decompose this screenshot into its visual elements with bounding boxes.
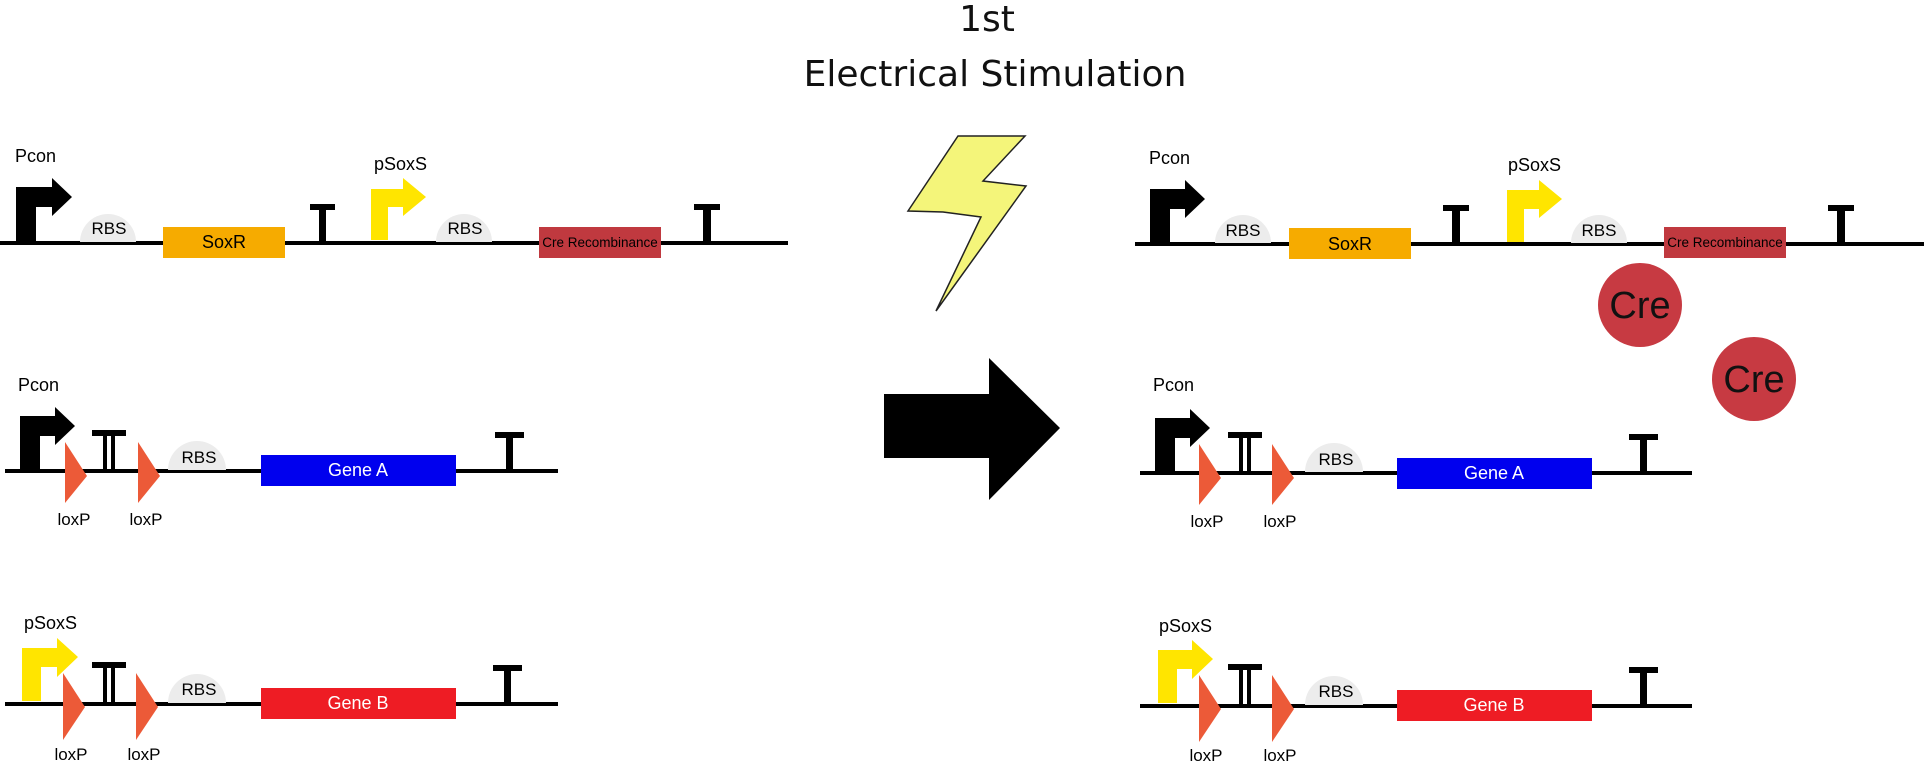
loxp-site-icon [1272,444,1294,505]
loxp-label: loxP [1189,746,1222,765]
right-construct-1: Pcon RBS SoxR pSoxS RBS Cre Recombinance [1135,148,1924,259]
cre-recombinance-gene [539,227,661,258]
cre-recombinance-label: Cre Recombinance [1667,235,1783,250]
loxp-label: loxP [1190,512,1223,531]
right-arrow-icon [884,358,1060,500]
soxr-gene [163,227,285,258]
psoxs-label: pSoxS [374,154,427,174]
promoter-psoxs-icon [1507,180,1562,242]
gene-a-label: Gene A [328,460,388,480]
cre-recombinance-gene [1664,227,1786,258]
rbs-label: RBS [92,219,127,238]
loxp-site-icon [1199,675,1221,742]
loxp-site-icon [65,442,87,503]
left-construct-2: Pcon loxP loxP RBS Gene A [5,375,558,529]
rbs-icon [1305,443,1363,472]
left-construct-1: Pcon RBS SoxR pSoxS RBS Cre Recombinance [0,146,788,258]
double-terminator-icon [1228,664,1262,706]
terminator-icon [1629,667,1658,706]
loxp-site-icon [138,442,160,503]
cre-protein-2: Cre [1712,337,1796,421]
promoter-psoxs-icon [371,178,426,240]
promoter-pcon-icon [16,178,72,243]
terminator-icon [495,432,524,471]
rbs-label: RBS [1582,221,1617,240]
rbs-icon [1215,215,1271,243]
rbs-icon [168,674,226,703]
loxp-site-icon [1272,675,1294,742]
loxp-label: loxP [57,510,90,529]
gene-b [261,688,456,719]
cre-recombinance-label: Cre Recombinance [542,235,658,250]
rbs-label: RBS [1319,682,1354,701]
promoter-psoxs-icon [1158,640,1213,703]
psoxs-label: pSoxS [24,613,77,633]
rbs-label: RBS [1319,450,1354,469]
psoxs-label: pSoxS [1159,616,1212,636]
rbs-label: RBS [182,448,217,467]
rbs-icon [1305,676,1363,705]
pcon-label: Pcon [18,375,59,395]
promoter-pcon-icon [1155,409,1210,473]
cre-protein-label: Cre [1723,359,1784,401]
terminator-icon [310,204,335,243]
terminator-icon [694,204,720,243]
pcon-label: Pcon [1153,375,1194,395]
pcon-label: Pcon [15,146,56,166]
soxr-label: SoxR [1328,234,1372,254]
rbs-icon [80,214,136,242]
loxp-label: loxP [54,745,87,764]
gene-a [261,455,456,486]
pcon-label: Pcon [1149,148,1190,168]
rbs-label: RBS [448,219,483,238]
right-construct-2: Pcon loxP loxP RBS Gene A [1140,375,1692,531]
promoter-psoxs-icon [22,638,78,701]
loxp-site-icon [63,673,85,740]
rbs-label: RBS [1226,221,1261,240]
gene-b-label: Gene B [327,693,388,713]
title-line-1: 1st [959,0,1015,40]
terminator-icon [493,665,522,704]
loxp-label: loxP [1263,746,1296,765]
gene-b-label: Gene B [1463,695,1524,715]
gene-b [1397,690,1592,721]
promoter-pcon-icon [20,407,75,471]
rbs-icon [1571,215,1627,243]
loxp-label: loxP [127,745,160,764]
loxp-site-icon [1199,444,1221,505]
promoter-pcon-icon [1150,180,1205,244]
double-terminator-icon [92,430,126,471]
loxp-site-icon [136,673,158,740]
cre-protein-1: Cre [1598,263,1682,347]
rbs-label: RBS [182,680,217,699]
double-terminator-icon [1228,432,1262,473]
psoxs-label: pSoxS [1508,155,1561,175]
left-construct-3: pSoxS loxP loxP RBS Gene B [5,613,558,764]
double-terminator-icon [92,662,126,704]
gene-a-label: Gene A [1464,463,1524,483]
lightning-bolt-icon [906,135,1028,312]
loxp-label: loxP [1263,512,1296,531]
gene-a [1397,458,1592,489]
terminator-icon [1828,205,1854,244]
terminator-icon [1629,434,1658,473]
loxp-label: loxP [129,510,162,529]
rbs-icon [436,214,492,242]
soxr-gene [1289,228,1411,259]
title-line-2: Electrical Stimulation [804,54,1187,95]
terminator-icon [1443,205,1469,244]
cre-protein-label: Cre [1609,285,1670,327]
right-construct-3: pSoxS loxP loxP RBS Gene B [1140,616,1692,765]
rbs-icon [168,441,226,470]
soxr-label: SoxR [202,232,246,252]
